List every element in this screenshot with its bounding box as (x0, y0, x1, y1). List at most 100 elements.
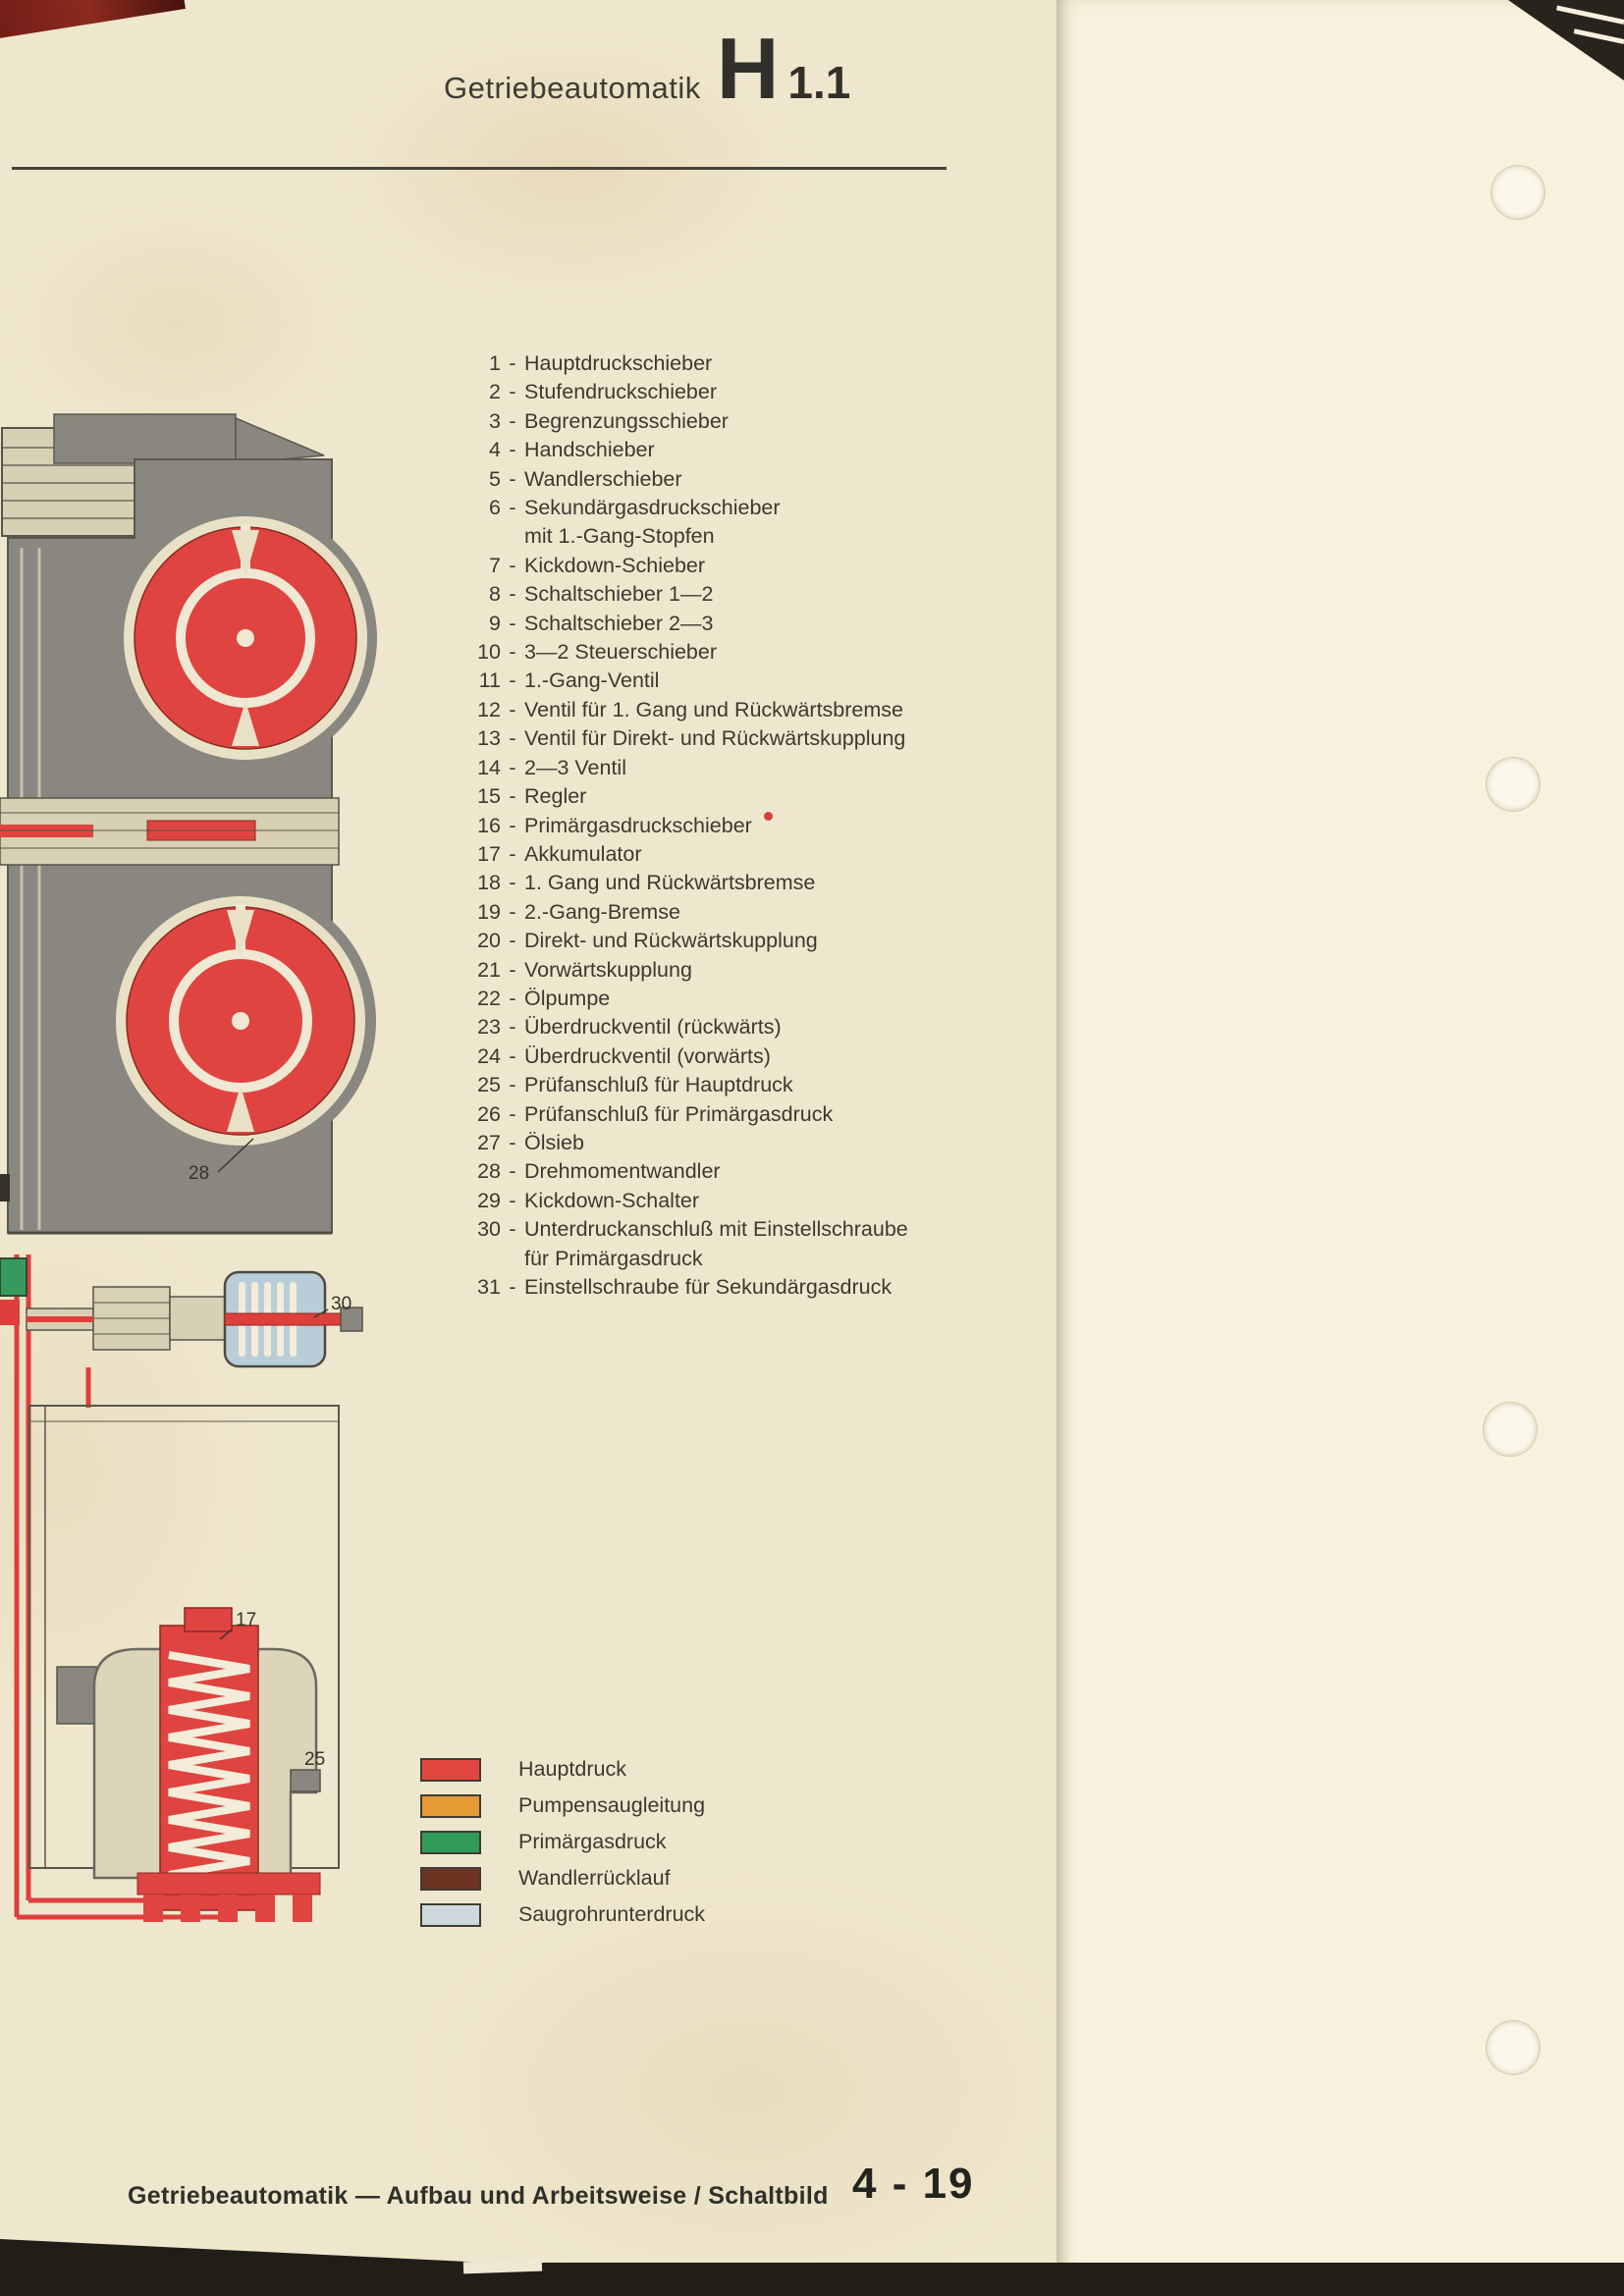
legend-item-number: 24 (477, 1043, 501, 1068)
legend-item-label2: für Primärgasdruck (524, 1246, 703, 1270)
legend-item-dash: - (509, 380, 516, 404)
legend-item-dash: - (509, 1188, 516, 1212)
legend-item-dash: - (509, 899, 516, 924)
legend-item-number: 10 (477, 640, 501, 665)
torque-converter-lower (116, 896, 365, 1146)
accumulator-spring (168, 1651, 250, 1879)
legend-item: 20 - Direkt- und Rückwärtskupplung (467, 927, 908, 955)
legend-item-dash: - (509, 986, 516, 1010)
legend-item-label: Akkumulator (524, 841, 642, 866)
legend-item-dash: - (509, 929, 516, 953)
legend-item-dash: - (509, 408, 516, 433)
color-legend-label: Hauptdruck (518, 1757, 626, 1781)
legend-item-number: 18 (477, 871, 501, 895)
legend-item: 7 - Kickdown-Schieber (467, 552, 908, 580)
legend-item: 29 - Kickdown-Schalter (467, 1187, 908, 1215)
legend-item-dash: - (509, 841, 516, 866)
legend-item-dash: - (509, 1073, 516, 1097)
legend-item-dash: - (509, 1275, 516, 1299)
legend-item-number: 19 (477, 899, 501, 924)
legend-item: 22 - Ölpumpe (467, 985, 908, 1013)
legend-item-dash: - (509, 1043, 516, 1068)
legend-item-label: Überdruckventil (rückwärts) (524, 1015, 782, 1040)
legend-item: 9 - Schaltschieber 2—3 (467, 610, 908, 638)
diagram-callout-17: 17 (236, 1610, 256, 1630)
legend-item-dash: - (509, 871, 516, 895)
legend-item-label: 1.-Gang-Ventil (524, 668, 660, 693)
legend-item-dash: - (509, 1217, 516, 1242)
legend-item: 17 - Akkumulator (467, 840, 908, 869)
vacuum-unit (26, 1270, 363, 1368)
underlying-page-edge (1056, 0, 1624, 2296)
legend-item-number: 9 (489, 611, 501, 635)
legend-item: 14 - 2—3 Ventil (467, 754, 908, 782)
legend-item-label: Prüfanschluß für Primärgasdruck (524, 1101, 834, 1126)
legend-item-label: 3—2 Steuerschieber (524, 640, 717, 665)
legend-item: 26 - Prüfanschluß für Primärgasdruck (467, 1100, 908, 1129)
legend-item-label: Schaltschieber 2—3 (524, 611, 714, 635)
legend-item-label: Handschieber (524, 438, 655, 462)
legend-item-number: 3 (489, 408, 501, 433)
legend-item: 3 - Begrenzungsschieber (467, 407, 908, 436)
legend-item-number: 15 (477, 784, 501, 809)
photo-edge-left-mark (0, 1174, 10, 1201)
diagram-callout-25: 25 (304, 1749, 325, 1770)
legend-item-number: 28 (477, 1159, 501, 1184)
legend-item: 8 - Schaltschieber 1—2 (467, 580, 908, 609)
legend-item-number: 31 (477, 1275, 501, 1299)
legend-item: 11 - 1.-Gang-Ventil (467, 667, 908, 695)
legend-item-number: 26 (477, 1101, 501, 1126)
legend-item: 24 - Überdruckventil (vorwärts) (467, 1042, 908, 1071)
legend-item: 13 - Ventil für Direkt- und Rückwärtskup… (467, 724, 908, 753)
legend-item: 21 - Vorwärtskupplung (467, 956, 908, 985)
legend-item-number: 20 (477, 929, 501, 953)
legend-item-dash: - (509, 668, 516, 693)
color-legend-label: Saugrohrunterdruck (518, 1902, 706, 1926)
punch-hole (1487, 2021, 1540, 2074)
color-legend-label: Primärgasdruck (518, 1830, 667, 1853)
legend-item-dash: - (509, 755, 516, 779)
color-legend: Hauptdruck Pumpensaugleitung Primärgasdr… (420, 1751, 705, 1933)
legend-item-number: 12 (477, 697, 501, 721)
legend-item-number: 13 (477, 726, 501, 751)
color-legend-item: Wandlerrücklauf (420, 1860, 705, 1896)
legend-item: 19 - 2.-Gang-Bremse (467, 898, 908, 927)
color-swatch (420, 1830, 481, 1854)
section-code-letter: H (716, 20, 781, 117)
page-title: Getriebeautomatik (444, 71, 701, 105)
legend-item-label: Ventil für Direkt- und Rückwärtskupplung (524, 726, 906, 751)
section-code-number: 1.1 (787, 57, 851, 108)
legend-item-label: Unterdruckanschluß mit Einstellschraube (524, 1217, 908, 1242)
legend-item-label: Drehmomentwandler (524, 1159, 721, 1184)
legend-item-number: 22 (477, 986, 501, 1010)
torque-converter-upper (124, 516, 367, 760)
legend-item-number: 7 (489, 553, 501, 577)
legend-item-number: 30 (477, 1217, 501, 1242)
color-swatch (420, 1902, 481, 1927)
page-number: 4 - 19 (852, 2160, 975, 2208)
punch-hole (1484, 1403, 1537, 1456)
accumulator-base-teeth (143, 1895, 312, 1922)
legend-item-label: 1. Gang und Rückwärtsbremse (524, 871, 816, 895)
legend-item-label: Einstellschraube für Sekundärgasdruck (524, 1275, 893, 1299)
legend-item-number: 8 (489, 582, 501, 607)
legend-item-label: 2—3 Ventil (524, 755, 626, 779)
legend-item-label: Kickdown-Schalter (524, 1188, 700, 1212)
color-swatch (420, 1757, 481, 1782)
legend-item-label: Regler (524, 784, 587, 809)
legend-item-label: Wandlerschieber (524, 466, 682, 491)
legend-item-dash: - (509, 466, 516, 491)
red-dot-artifact (763, 811, 773, 821)
legend-item-label: Hauptdruckschieber (524, 351, 713, 375)
legend-item-number: 25 (477, 1073, 501, 1097)
legend-item: 25 - Prüfanschluß für Hauptdruck (467, 1071, 908, 1099)
legend-item-label: 2.-Gang-Bremse (524, 899, 680, 924)
legend-item: 18 - 1. Gang und Rückwärtsbremse (467, 869, 908, 897)
color-legend-item: Saugrohrunterdruck (420, 1896, 705, 1933)
legend-item-label: Direkt- und Rückwärtskupplung (524, 929, 818, 953)
diagram-callout-30: 30 (331, 1294, 352, 1314)
legend-item: 2 - Stufendruckschieber (467, 378, 908, 406)
legend-item-label: Sekundärgasdruckschieber (524, 496, 781, 520)
legend-item-number: 29 (477, 1188, 501, 1212)
